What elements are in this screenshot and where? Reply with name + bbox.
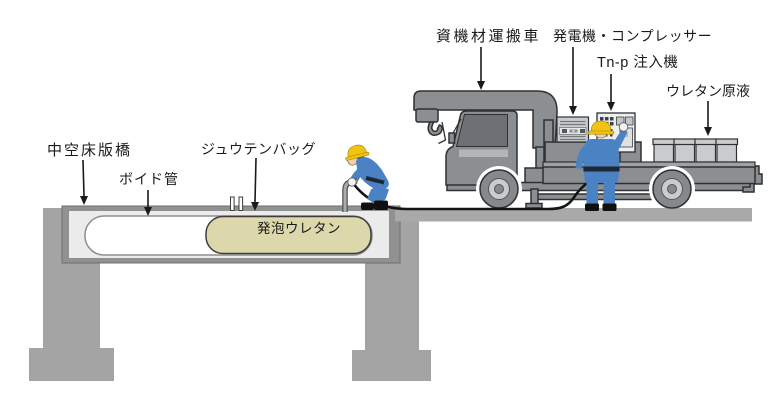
side-mirror-glass <box>448 132 456 144</box>
arrowhead-filling-bag <box>251 202 259 211</box>
urethane-liquid-containers <box>652 138 739 163</box>
label-injection-machine: Tn-p 注入機 <box>597 55 679 71</box>
operator-right-boot <box>602 203 617 211</box>
injection-worker-front-boot <box>361 202 374 210</box>
operator-worker <box>575 120 629 211</box>
generator-compressor-unit <box>556 116 590 143</box>
injection-worker <box>345 144 389 210</box>
injection-worker-legs <box>367 185 389 203</box>
right-pier-footing <box>352 350 431 381</box>
label-hollow-slab-bridge: 中空床版橋 <box>47 142 133 159</box>
arrowhead-urethane-liquid <box>704 127 712 136</box>
left-pier-footing <box>29 348 114 381</box>
arrow-filling-bag <box>254 157 257 203</box>
outrigger-foot <box>525 202 543 209</box>
vent-pipe-right <box>238 196 244 211</box>
operator-glove <box>618 122 629 132</box>
injection-worker-rear-boot <box>374 200 388 210</box>
operator-torso <box>583 139 620 170</box>
label-urethane-liquid: ウレタン原液 <box>666 83 750 99</box>
injection-worker-helmet-icon <box>347 144 368 159</box>
operator-belt <box>583 166 620 172</box>
crane-boom <box>413 90 558 149</box>
crane-hook-icon <box>427 121 443 136</box>
equipment-truck-graphic <box>395 90 763 222</box>
operator-helmet-brim <box>587 130 615 135</box>
injection-worker-helmet-brim <box>345 151 370 161</box>
road-overlay <box>395 208 752 222</box>
label-foam-urethane: 発泡ウレタン <box>257 221 341 236</box>
cab-door-trim <box>459 149 508 157</box>
injection-worker-belt <box>365 176 385 185</box>
operator-left-leg <box>586 182 598 205</box>
label-filling-bag: ジュウテンバッグ <box>201 141 317 157</box>
foam-urethane-bag <box>205 215 372 255</box>
operator-right-arm <box>611 128 628 152</box>
label-void-pipe: ボイド管 <box>119 171 179 187</box>
bed-side-panel <box>542 166 756 185</box>
operator-helmet-icon <box>590 120 612 133</box>
operator-left-boot <box>585 203 599 211</box>
arrowhead-bridge <box>80 196 88 205</box>
crane-boom-tip <box>415 108 439 123</box>
vent-pipe-left <box>230 196 235 211</box>
rear-wheel <box>652 169 692 209</box>
arrowhead-equipment-truck <box>477 81 485 90</box>
label-arrows <box>80 47 712 216</box>
outrigger-jack <box>530 188 539 205</box>
arrowhead-generator <box>569 106 577 115</box>
arrow-bridge <box>82 159 85 197</box>
label-equipment-truck: 資機材運搬車 <box>436 28 542 45</box>
bridge-structure <box>29 196 752 381</box>
label-generator-compressor: 発電機・コンプレッサー <box>553 28 713 44</box>
operator-right-leg <box>603 182 615 205</box>
operator-hips <box>584 171 619 183</box>
injection-worker-glove <box>347 177 357 187</box>
cab-window <box>455 114 508 147</box>
arrowhead-void-pipe <box>144 207 152 216</box>
front-wheel <box>479 169 519 209</box>
chassis-rail-lower <box>534 193 669 201</box>
crane-cable <box>438 121 447 145</box>
arrowhead-injector <box>607 102 615 111</box>
side-mirror <box>451 118 462 135</box>
